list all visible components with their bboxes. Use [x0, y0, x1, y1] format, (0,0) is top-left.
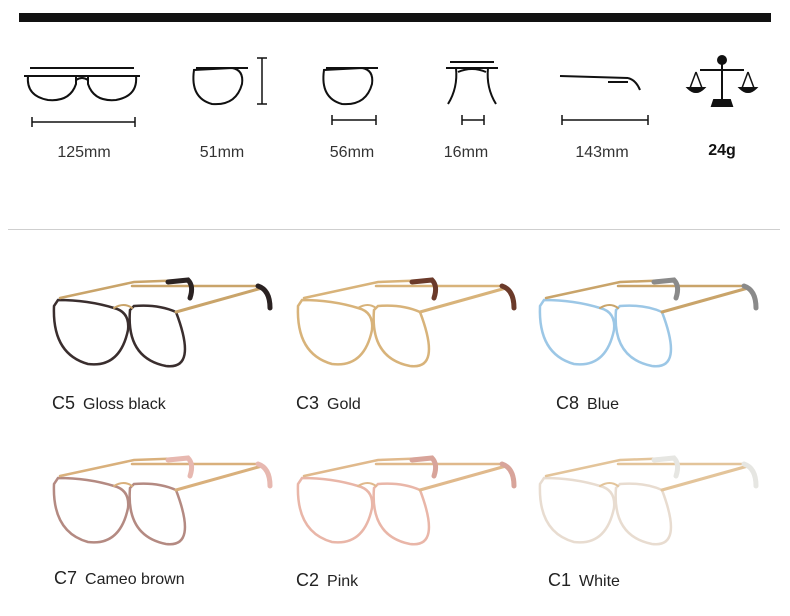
glasses-image	[538, 455, 759, 546]
spec-weight: 24g	[652, 48, 790, 178]
glasses-image	[296, 455, 517, 546]
color-code: C3	[296, 393, 320, 413]
glasses-c3	[292, 268, 532, 378]
lens-width-icon	[322, 66, 378, 125]
spec-lens-height: 51mm	[152, 48, 292, 178]
spec-value-bridge-width: 16mm	[443, 144, 489, 161]
spec-lens-width: 56mm	[282, 48, 422, 178]
glasses-c5	[48, 268, 288, 378]
color-label-c2: C2 Pink	[296, 570, 358, 591]
glasses-c2	[292, 446, 532, 556]
color-name: White	[579, 573, 620, 590]
spec-value-temple-length: 143mm	[575, 144, 629, 161]
glasses-image	[538, 277, 759, 368]
color-code: C8	[556, 393, 580, 413]
glasses-image	[52, 455, 273, 546]
color-label-c3: C3 Gold	[296, 393, 361, 414]
frame-width-icon	[24, 67, 140, 127]
glasses-image	[52, 277, 273, 368]
spec-value-lens-width: 56mm	[329, 144, 375, 161]
scale-icon	[685, 55, 759, 107]
color-label-c8: C8 Blue	[556, 393, 619, 414]
temple-length-icon	[559, 75, 649, 125]
color-code: C1	[548, 570, 572, 590]
glasses-c1	[534, 446, 774, 556]
spec-temple-length: 143mm	[532, 48, 672, 178]
color-name: Gold	[327, 396, 361, 413]
spec-bridge-width: 16mm	[396, 48, 536, 178]
spec-frame-width: 125mm	[14, 48, 154, 178]
color-label-c5: C5 Gloss black	[52, 393, 166, 414]
spec-value-lens-height: 51mm	[199, 144, 245, 161]
spec-value-weight: 24g	[708, 142, 736, 159]
glasses-c8	[534, 268, 774, 378]
glasses-c7	[48, 446, 288, 556]
spec-value-frame-width: 125mm	[57, 144, 111, 161]
section-divider	[8, 229, 780, 230]
glasses-image	[296, 277, 517, 368]
lens-height-icon	[192, 57, 267, 106]
color-name: Gloss black	[83, 396, 166, 413]
top-bar	[19, 13, 771, 22]
color-name: Pink	[327, 573, 359, 590]
color-code: C2	[296, 570, 320, 590]
color-label-c1: C1 White	[548, 570, 620, 591]
color-label-c7: C7 Cameo brown	[54, 568, 185, 589]
color-code: C5	[52, 393, 76, 413]
bridge-width-icon	[446, 61, 498, 125]
color-name: Blue	[587, 396, 620, 413]
color-code: C7	[54, 568, 78, 588]
color-name: Cameo brown	[85, 571, 185, 588]
